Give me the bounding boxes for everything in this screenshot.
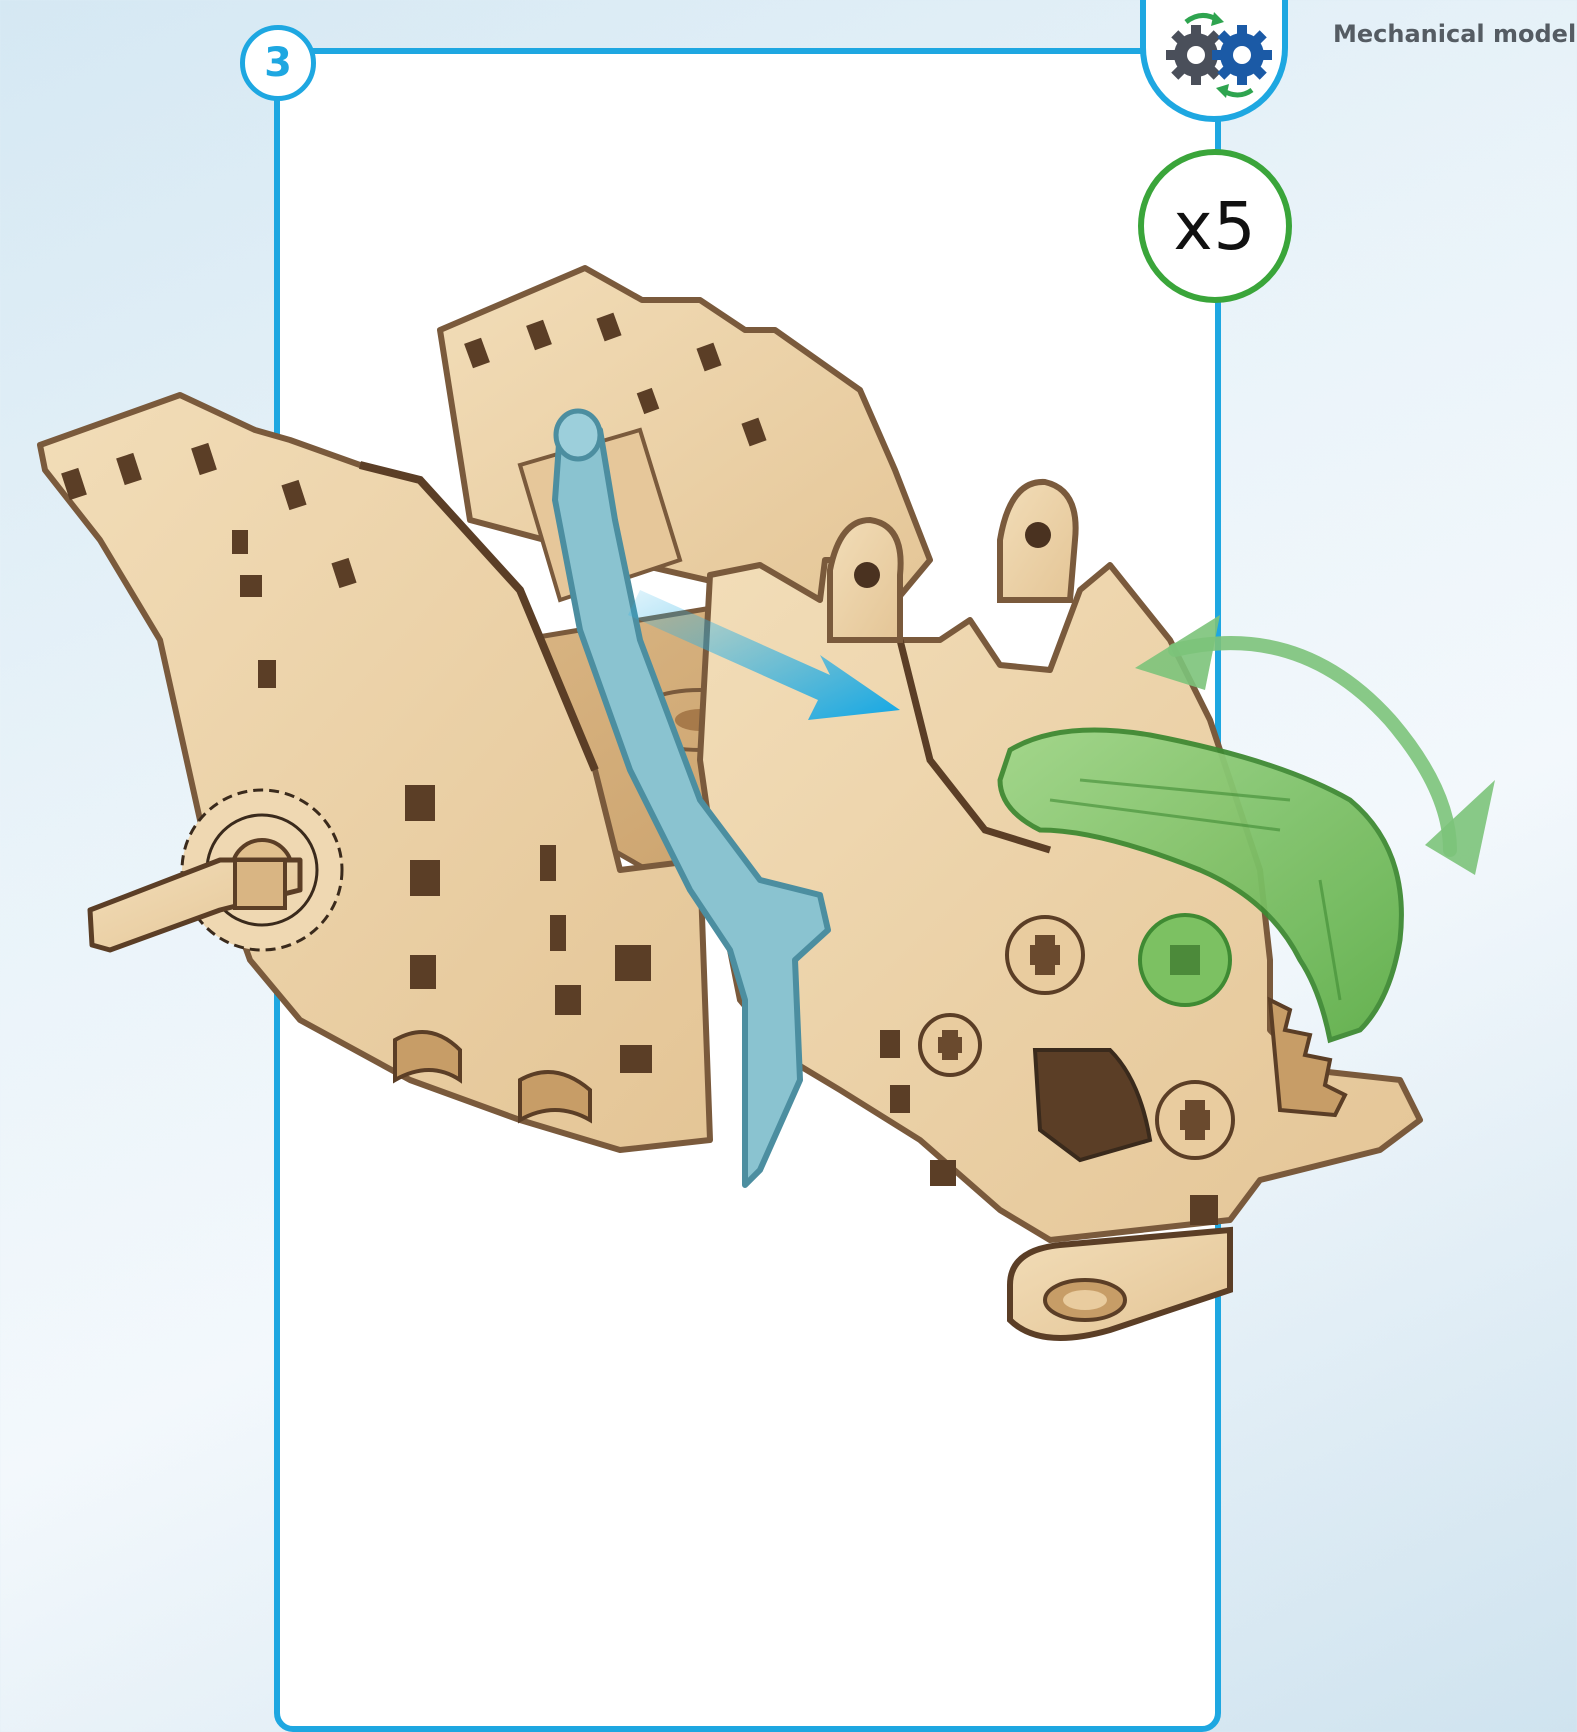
brand-label: Mechanical models (1333, 20, 1577, 48)
step-number-badge: 3 (240, 25, 316, 101)
mechanism-badge (1140, 0, 1288, 122)
quantity-badge: x5 (1138, 149, 1292, 303)
step-number: 3 (264, 40, 292, 86)
gears-rotation-icon (1156, 0, 1284, 110)
quantity-label: x5 (1173, 188, 1256, 265)
